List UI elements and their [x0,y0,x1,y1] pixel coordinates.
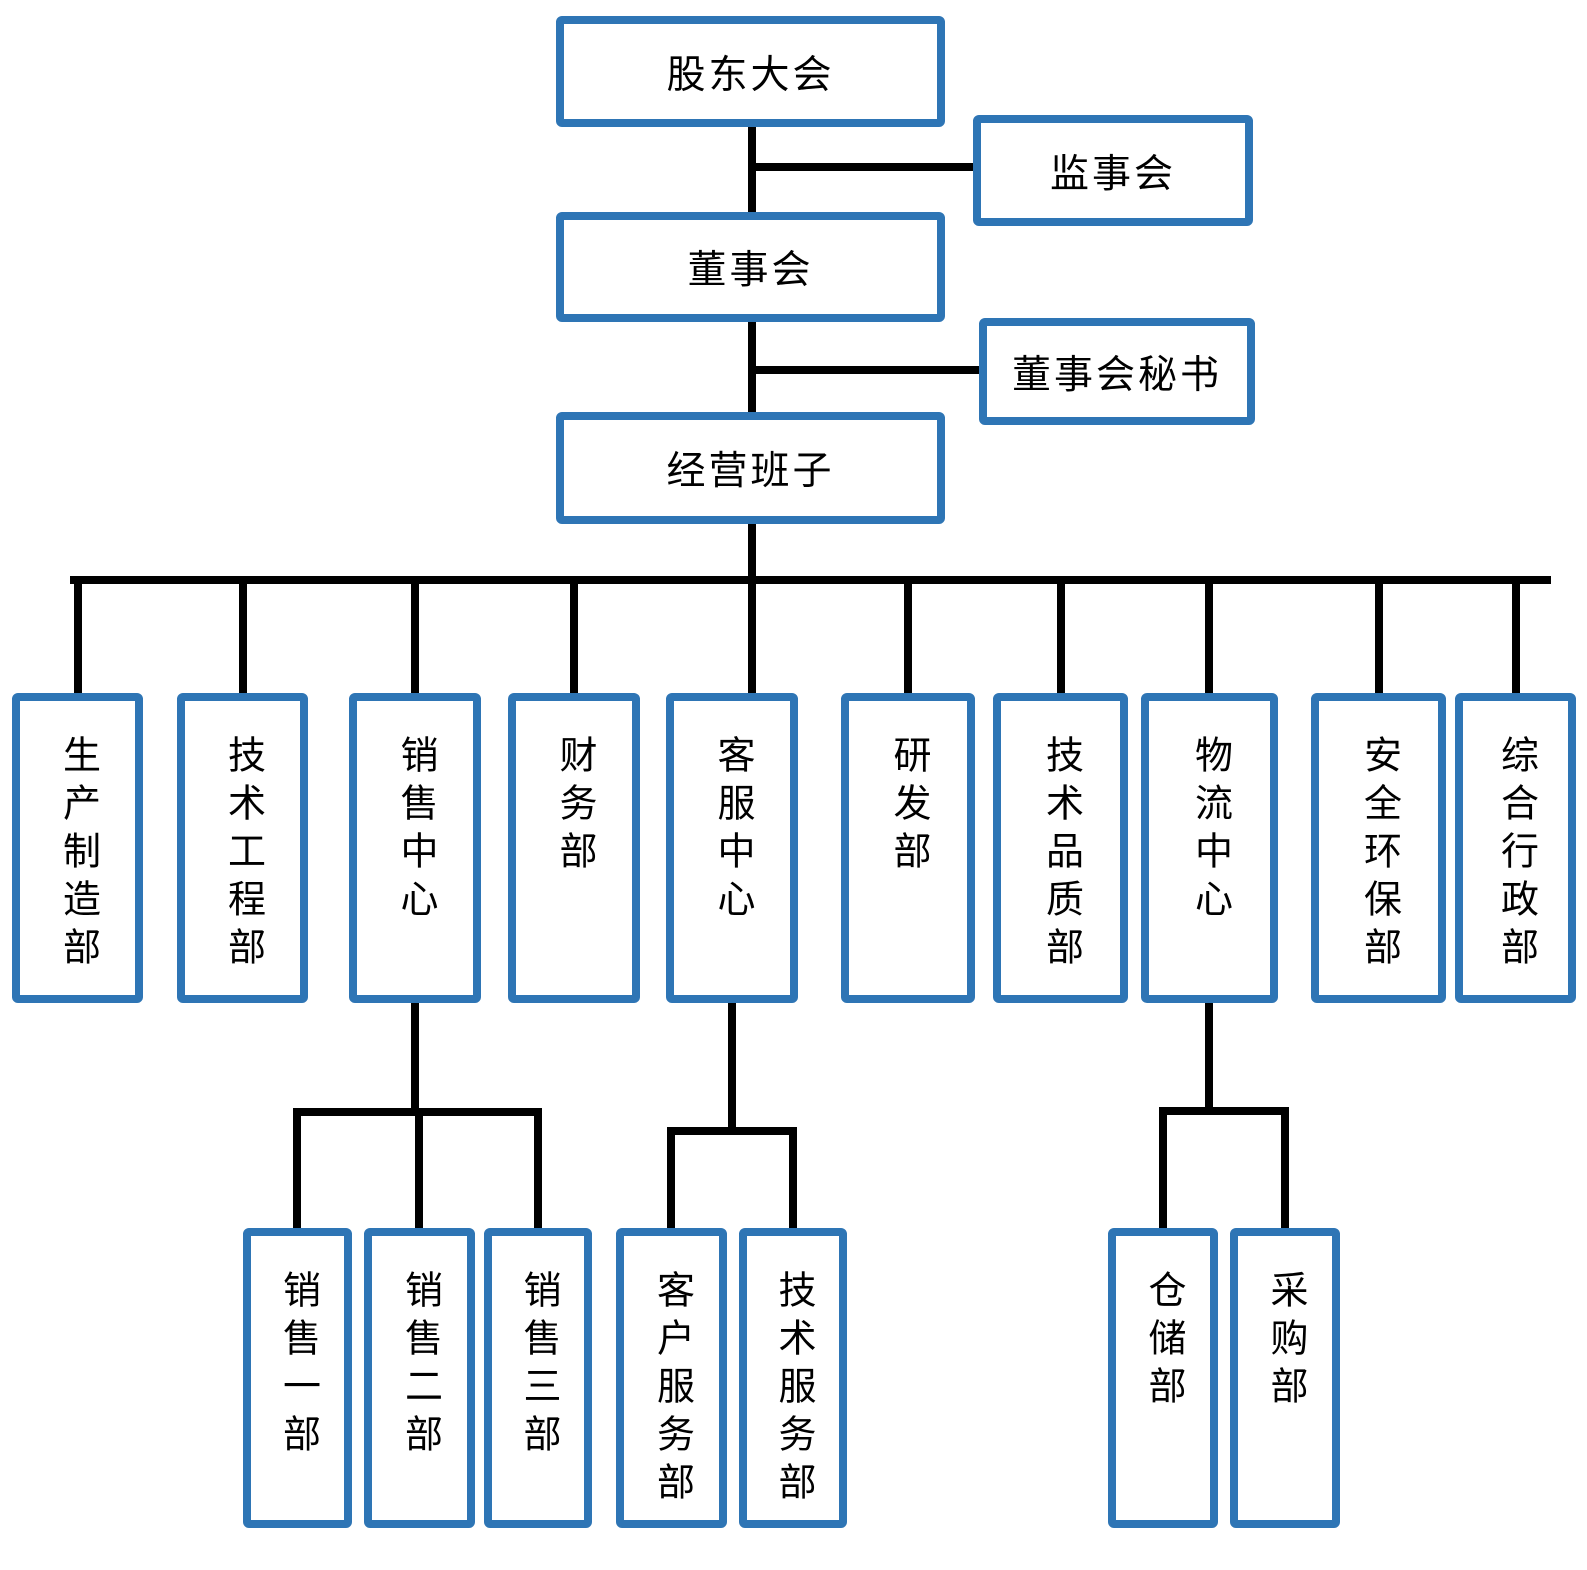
org-node-label: 技术服务部 [772,1270,814,1510]
connector-drop-quality [1057,576,1065,695]
org-node-label: 研发部 [887,735,929,879]
org-node-label: 销售中心 [394,735,436,927]
org-node-dept-sales-center: 销售中心 [349,693,481,1003]
connector-bus-service [667,1127,797,1135]
org-node-label: 综合行政部 [1494,735,1537,975]
org-node-dept-admin: 综合行政部 [1455,693,1576,1003]
org-node-sub-warehouse: 仓储部 [1108,1228,1218,1528]
connector-stem-service [728,1001,736,1132]
connector-bus-logistics [1159,1107,1289,1115]
connector-drop-admin [1512,576,1520,695]
org-node-sub-sales2: 销售二部 [364,1228,475,1528]
org-node-label: 物流中心 [1188,735,1231,927]
org-node-dept-production: 生产制造部 [12,693,143,1003]
org-node-dept-logistics-center: 物流中心 [1141,693,1278,1003]
org-node-supervisory-board: 监事会 [973,115,1253,226]
org-node-sub-sales3: 销售三部 [484,1228,592,1528]
connector-branch-secretary [748,366,983,374]
connector-drop-procurement [1281,1107,1289,1232]
connector-drop-sales2 [415,1108,423,1232]
org-node-label: 技术品质部 [1039,735,1082,975]
connector-drop-sales1 [293,1108,301,1232]
org-node-dept-engineering: 技术工程部 [177,693,308,1003]
org-node-label: 监事会 [1049,152,1176,196]
org-node-label: 销售一部 [276,1270,319,1462]
org-node-label: 采购部 [1264,1270,1306,1414]
org-node-label: 经营班子 [666,450,835,493]
connector-drop-engineering [239,576,247,695]
org-node-dept-quality: 技术品质部 [993,693,1128,1003]
org-node-management-team: 经营班子 [556,412,945,524]
connector-drop-sales3 [534,1108,542,1232]
org-node-label: 董事会 [687,249,814,292]
org-node-label: 财务部 [553,735,595,879]
connector-drop-logistics-center [1205,576,1213,695]
connector-drop-finance [570,576,578,695]
connector-spine-management-bus [748,522,756,582]
org-node-label: 客服中心 [711,735,753,927]
connector-drop-production [74,576,82,695]
org-node-board-of-directors: 董事会 [556,212,945,322]
org-node-sub-tech-service: 技术服务部 [739,1228,847,1528]
org-node-label: 技术工程部 [221,735,264,975]
org-node-dept-service-center: 客服中心 [666,693,798,1003]
org-node-dept-rnd: 研发部 [841,693,975,1003]
org-node-sub-procurement: 采购部 [1230,1228,1340,1528]
org-node-label: 销售三部 [517,1270,559,1462]
org-node-dept-finance: 财务部 [508,693,640,1003]
org-node-sub-customer-service: 客户服务部 [616,1228,727,1528]
org-node-sub-sales1: 销售一部 [243,1228,352,1528]
org-node-board-secretary: 董事会秘书 [979,318,1255,425]
org-node-label: 客户服务部 [650,1270,693,1510]
org-node-label: 安全环保部 [1357,735,1400,975]
connector-stem-logistics [1205,1001,1213,1112]
connector-drop-rnd [904,576,912,695]
connector-drop-warehouse [1159,1107,1167,1232]
connector-drop-service-center [748,576,756,697]
connector-drop-safety [1375,576,1383,695]
connector-distribution-bus [70,576,1551,584]
connector-drop-tech-service [789,1127,797,1232]
org-node-label: 仓储部 [1142,1270,1184,1414]
org-node-shareholders-meeting: 股东大会 [556,16,945,127]
connector-branch-supervisory [748,163,977,171]
org-node-label: 股东大会 [666,53,835,97]
connector-drop-sales-center [411,576,419,695]
org-node-label: 董事会秘书 [1011,353,1222,397]
connector-stem-sales [411,1001,419,1113]
org-node-label: 销售二部 [398,1270,441,1462]
connector-drop-customer-service [667,1127,675,1232]
org-node-dept-safety: 安全环保部 [1311,693,1446,1003]
org-node-label: 生产制造部 [56,735,99,975]
